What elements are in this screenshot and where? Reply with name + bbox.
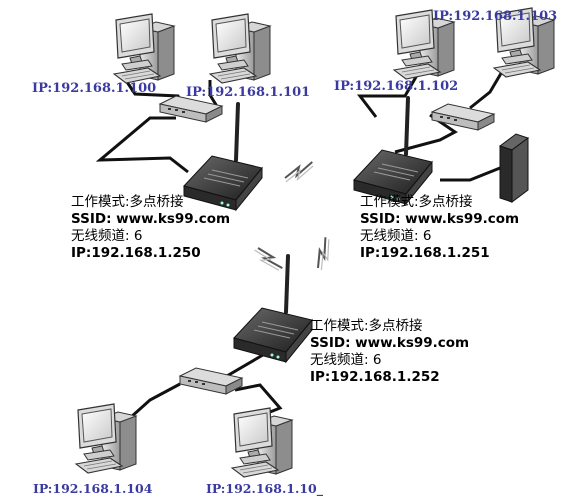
computer-ip-label: IP:192.168.1.104	[33, 481, 153, 496]
ethernet-cables	[95, 69, 505, 436]
cable-switch-routerB	[394, 113, 458, 154]
wireless-link-icon	[281, 160, 317, 183]
desktop-computer-icon	[209, 13, 271, 84]
cable-pc103-switch	[469, 69, 505, 110]
router-channel: 无线频道: 6	[310, 352, 382, 368]
router-ssid: SSID: www.ks99.com	[360, 211, 520, 227]
wireless-link-icon	[308, 236, 339, 272]
router-mode: 工作模式:多点桥接	[310, 318, 423, 334]
cable-switch-pc10x	[234, 383, 283, 416]
wireless-router-icon	[232, 254, 314, 364]
computer-ip-label: IP:192.168.1.101	[186, 85, 311, 100]
router-mode: 工作模式:多点桥接	[71, 194, 184, 210]
wireless-link-icon	[253, 241, 284, 277]
router-info-252: 工作模式:多点桥接 SSID: www.ks99.com 无线频道: 6 IP:…	[310, 318, 469, 386]
network-switch-icon	[431, 103, 495, 131]
router-ip: IP:192.168.1.252	[310, 369, 440, 385]
router-ip: IP:192.168.1.251	[360, 245, 490, 261]
router-info-251: 工作模式:多点桥接 SSID: www.ks99.com 无线频道: 6 IP:…	[360, 194, 519, 262]
cable-pc101-switch	[208, 80, 220, 109]
cable-pc102-switch	[356, 69, 422, 118]
router-ip: IP:192.168.1.250	[71, 245, 201, 261]
tower-server-icon	[498, 133, 530, 203]
computer-ip-label: IP:192.168.1.10_	[206, 481, 323, 496]
computer-ip-label: IP:192.168.1.103	[433, 9, 558, 24]
router-ssid: SSID: www.ks99.com	[71, 211, 231, 227]
desktop-computer-icon	[231, 407, 293, 478]
router-channel: 无线频道: 6	[360, 228, 432, 244]
router-channel: 无线频道: 6	[71, 228, 143, 244]
router-mode: 工作模式:多点桥接	[360, 194, 473, 210]
wireless-router-icon	[352, 96, 434, 206]
cable-server-routerB	[440, 166, 501, 182]
router-info-250: 工作模式:多点桥接 SSID: www.ks99.com 无线频道: 6 IP:…	[71, 194, 230, 262]
computer-ip-label: IP:192.168.1.100	[32, 81, 157, 96]
desktop-computer-icon	[113, 13, 175, 84]
router-ssid: SSID: www.ks99.com	[310, 335, 470, 351]
computer-ip-label: IP:192.168.1.102	[334, 79, 459, 94]
desktop-computer-icon	[75, 403, 137, 474]
cable-switch-routerA	[95, 116, 189, 174]
